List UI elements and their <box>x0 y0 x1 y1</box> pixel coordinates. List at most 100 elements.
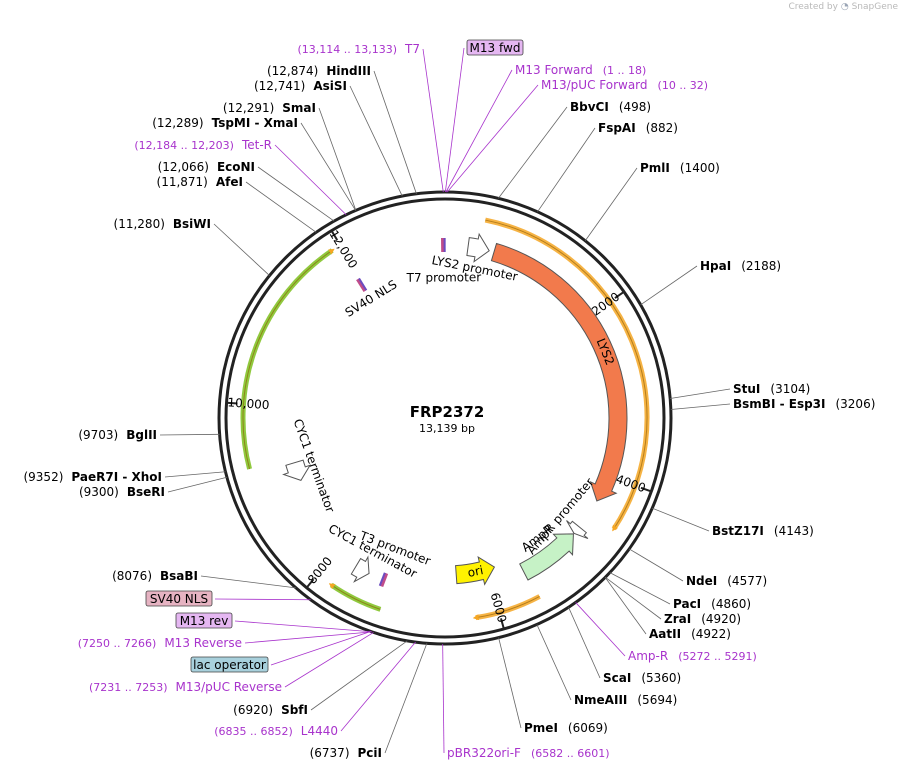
snapgene-logo-icon: ◔ <box>840 2 849 12</box>
pos-hpai-3: (2188) <box>741 259 781 273</box>
primer-leader-lac-operator-9 <box>270 631 371 666</box>
pos-bsmbi-esp3i-5: (3206) <box>835 397 875 411</box>
name-pcii-14: PciI <box>358 746 383 760</box>
pos-smai-24: (12,291) <box>223 101 274 115</box>
site-leader-sbfi-15 <box>310 640 408 711</box>
site-label-bsiwi-20: BsiWI(11,280) <box>114 217 211 231</box>
pos-bsabi-16: (8076) <box>112 569 152 583</box>
pos-pmei-13: (6069) <box>568 721 608 735</box>
primer-label-t7-0: T7(13,114 .. 13,133) <box>297 42 420 56</box>
name-zrai-9: ZraI <box>664 612 691 626</box>
pos-pcii-14: (6737) <box>310 746 350 760</box>
site-label-pcii-14: PciI (6737) <box>310 746 382 760</box>
tick-2000 <box>614 290 625 299</box>
feature-ori <box>455 556 496 586</box>
name-aatii-10: AatII <box>649 627 681 641</box>
site-leader-paer7i-xhoi-18 <box>164 471 226 478</box>
pos-paci-8: (4860) <box>711 597 751 611</box>
primer-leader-tet-r-4 <box>274 144 347 216</box>
pos-tet-r-4: (12,184 .. 12,203) <box>134 139 234 152</box>
site-label-bsabi-16: BsaBI(8076) <box>112 569 198 583</box>
site-label-paci-8: PacI(4860) <box>673 597 751 611</box>
pos-aatii-10: (4922) <box>691 627 731 641</box>
pos-ndei-7: (4577) <box>727 574 767 588</box>
orf-arc-line-2 <box>328 583 381 610</box>
name-bseri-17: BseRI <box>127 485 165 499</box>
pos-amp-r-5: (5272 .. 5291) <box>678 650 757 663</box>
site-leader-bseri-17 <box>167 476 227 493</box>
site-leader-paci-8 <box>609 572 671 605</box>
name-pmli-2: PmlI <box>640 161 670 175</box>
site-label-zrai-9: ZraI(4920) <box>664 612 741 626</box>
feature-label-ori: ori <box>466 563 484 580</box>
site-leader-hpai-3 <box>640 265 698 306</box>
pos-afei-21: (11,871) <box>157 175 208 189</box>
snapgene-credit: Created by ◔ SnapGene <box>788 2 898 12</box>
box-text-sv40-nls-6: SV40 NLS <box>150 592 208 606</box>
site-leader-nmeaiii-12 <box>536 624 572 701</box>
tick-6000 <box>499 618 505 630</box>
box-text-lac-operator-9: lac operator <box>193 658 266 672</box>
site-label-asisi-25: AsiSI(12,741) <box>254 79 347 93</box>
pos-bstz17i-6: (4143) <box>774 524 814 538</box>
feature-lys2 <box>490 242 628 502</box>
feature-sv40-nls <box>356 278 367 293</box>
pos-m13-forward-2: (1 .. 18) <box>603 64 647 77</box>
pos-tspmi-xmai-23: (12,289) <box>152 116 203 130</box>
site-label-bseri-17: BseRI(9300) <box>79 485 165 499</box>
site-leader-fspai-1 <box>537 127 596 213</box>
orf-arc-line-3 <box>242 248 335 470</box>
site-label-pmli-2: PmlI(1400) <box>640 161 720 175</box>
name-bbvci-0: BbvCI <box>570 100 609 114</box>
site-leader-pmei-13 <box>498 637 522 729</box>
primer-leader-m13-puc-reverse-10 <box>284 632 374 688</box>
name-bsmbi-esp3i-5: BsmBI - Esp3I <box>733 397 825 411</box>
plasmid-center-label: FRP2372 13,139 bp <box>410 403 485 435</box>
orf-arc-2 <box>329 582 382 612</box>
site-label-ndei-7: NdeI(4577) <box>686 574 767 588</box>
box-text-m13-rev-7: M13 rev <box>180 614 229 628</box>
site-leader-bbvci-0 <box>497 106 568 199</box>
tick-10000 <box>226 401 238 405</box>
site-label-bsmbi-esp3i-5: BsmBI - Esp3I (3206) <box>733 397 875 411</box>
backbone-ring <box>217 190 673 646</box>
primer-leader-amp-r-5 <box>575 602 626 657</box>
site-leader-hindiii-26 <box>373 70 417 194</box>
site-leader-bsmbi-esp3i-5 <box>670 403 731 410</box>
name-paer7i-xhoi-18: PaeR7I - XhoI <box>71 470 162 484</box>
site-leader-bglii-19 <box>159 433 220 436</box>
site-label-afei-21: AfeI(11,871) <box>157 175 243 189</box>
name-bglii-19: BglII <box>126 428 157 442</box>
pos-t7-0: (13,114 .. 13,133) <box>297 43 397 56</box>
primer-label-pbr322ori-f-12: pBR322ori-F(6582 .. 6601) <box>447 746 610 760</box>
pos-sbfi-15: (6920) <box>233 703 273 717</box>
orf-arcs <box>240 217 650 621</box>
name-pmei-13: PmeI <box>524 721 558 735</box>
site-leader-asisi-25 <box>349 85 403 197</box>
site-label-scai-11: ScaI(5360) <box>603 671 681 685</box>
site-label-bstz17i-6: BstZ17I(4143) <box>712 524 814 538</box>
labels: BbvCI(498)FspAI(882)PmlI(1400)HpaI(2188)… <box>23 39 875 760</box>
box-m13-rev-7 <box>175 612 233 629</box>
tick-4000 <box>640 486 652 493</box>
site-label-paer7i-xhoi-18: PaeR7I - XhoI(9352) <box>23 470 162 484</box>
pos-nmeaiii-12: (5694) <box>637 693 677 707</box>
tick-8000 <box>305 578 315 589</box>
name-sbfi-15: SbfI <box>281 703 308 717</box>
site-label-bbvci-0: BbvCI(498) <box>570 100 651 114</box>
name-m13-forward-2: M13 Forward <box>515 63 593 77</box>
primer-label-m13-fwd-1: M13 fwd <box>466 39 524 56</box>
site-leader-afei-21 <box>245 181 317 233</box>
feature-lys2-promoter <box>466 232 490 263</box>
pos-pbr322ori-f-12: (6582 .. 6601) <box>531 747 610 760</box>
tick-label-12000: 12,000 <box>326 228 360 271</box>
primer-leader-m13-rev-7 <box>234 620 372 633</box>
pos-bsiwi-20: (11,280) <box>114 217 165 231</box>
feature-t3-promoter-b <box>378 572 386 587</box>
plasmid-name: FRP2372 <box>410 403 485 421</box>
pos-m13-puc-forward-3: (10 .. 32) <box>658 79 709 92</box>
primer-leader-m13-fwd-1 <box>444 47 465 193</box>
name-m13-reverse-8: M13 Reverse <box>164 636 242 650</box>
site-label-hpai-3: HpaI(2188) <box>700 259 781 273</box>
feature-label-t7-promoter: T7 promoter <box>406 270 482 285</box>
